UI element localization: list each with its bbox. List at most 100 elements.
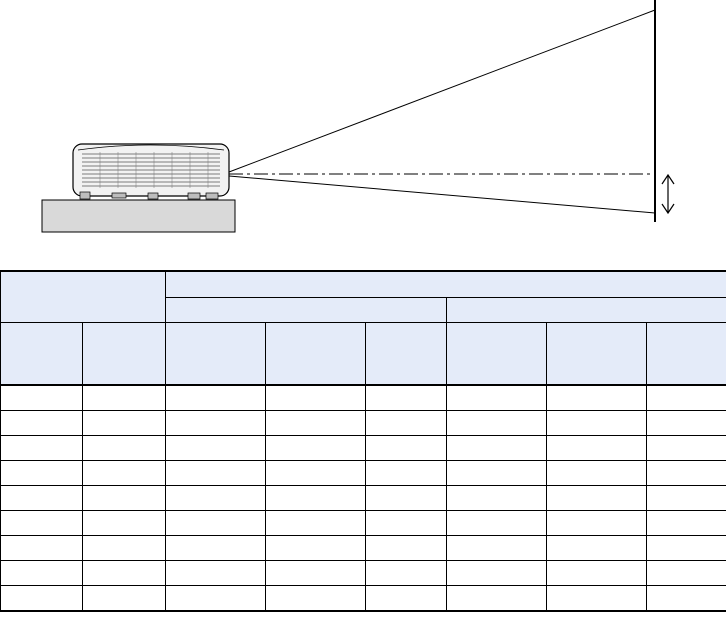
table-cell [82, 435, 166, 461]
table-cell [645, 510, 726, 536]
header-cell-group-b [445, 297, 726, 323]
table-row [0, 435, 726, 461]
table-cell [446, 535, 547, 561]
projection-diagram [41, 0, 675, 233]
table-cell [546, 485, 647, 511]
table-row [0, 560, 726, 586]
table-cell [446, 435, 547, 461]
table-row [0, 410, 726, 436]
table-cell [645, 585, 726, 612]
table-cell [265, 585, 366, 612]
table-header-row-3 [0, 322, 726, 386]
table-cell [82, 560, 166, 586]
table-cell [546, 585, 647, 612]
table-cell [0, 510, 83, 536]
table-row [0, 460, 726, 486]
column-header [365, 322, 447, 386]
table-cell [446, 510, 547, 536]
table-cell [546, 560, 647, 586]
table-row [0, 485, 726, 511]
table-row [0, 384, 726, 411]
table-cell [82, 460, 166, 486]
projection-distance-table [0, 270, 726, 612]
table-cell [365, 460, 447, 486]
double-arrow-icon [661, 173, 675, 215]
table-cell [165, 535, 266, 561]
table-cell [365, 560, 447, 586]
table-cell [82, 510, 166, 536]
table-cell [365, 485, 447, 511]
table-cell [645, 460, 726, 486]
table-cell [265, 435, 366, 461]
table-cell [82, 485, 166, 511]
table-cell [0, 535, 83, 561]
table-cell [265, 410, 366, 436]
table-row [0, 510, 726, 536]
header-cell-group-a [165, 297, 447, 323]
table-row [0, 585, 726, 612]
beam-upper-line [228, 9, 656, 173]
table-cell [165, 560, 266, 586]
table-cell [446, 560, 547, 586]
table-cell [165, 585, 266, 612]
column-header [645, 322, 726, 386]
column-header [165, 322, 266, 386]
table-cell [546, 435, 647, 461]
table-cell [645, 410, 726, 436]
table-cell [546, 410, 647, 436]
table-cell [165, 485, 266, 511]
table-cell [446, 585, 547, 612]
table-cell [0, 560, 83, 586]
table-cell [165, 384, 266, 411]
column-header [0, 322, 83, 386]
table-cell [265, 535, 366, 561]
table-cell [645, 384, 726, 411]
table-cell [165, 510, 266, 536]
table-cell [645, 535, 726, 561]
table-cell [365, 510, 447, 536]
table-header-row-2 [1, 297, 726, 323]
table-cell [365, 535, 447, 561]
table-cell [365, 384, 447, 411]
table-cell [446, 460, 547, 486]
beam-lower-line [228, 175, 656, 214]
table-cell [0, 384, 83, 411]
table-cell [265, 510, 366, 536]
table-cell [446, 485, 547, 511]
table-cell [0, 460, 83, 486]
table-cell [645, 560, 726, 586]
table-body [0, 384, 726, 612]
column-header [82, 322, 166, 386]
table-cell [365, 585, 447, 612]
table-cell [0, 585, 83, 612]
column-header [265, 322, 366, 386]
table-cell [0, 435, 83, 461]
table-cell [645, 485, 726, 511]
table-cell [265, 384, 366, 411]
column-header [546, 322, 647, 386]
table-cell [82, 384, 166, 411]
table-cell [365, 435, 447, 461]
table-cell [165, 435, 266, 461]
table-cell [446, 410, 547, 436]
table-cell [546, 384, 647, 411]
table-cell [645, 435, 726, 461]
table-cell [365, 410, 447, 436]
table-cell [82, 585, 166, 612]
table-cell [165, 460, 266, 486]
column-header [446, 322, 547, 386]
table-cell [0, 485, 83, 511]
table-cell [546, 510, 647, 536]
table-row [0, 535, 726, 561]
table-header-row-1 [0, 270, 726, 323]
table-cell [446, 384, 547, 411]
table-cell [265, 460, 366, 486]
table-cell [546, 535, 647, 561]
table-cell [82, 410, 166, 436]
table-cell [265, 485, 366, 511]
stand-icon [41, 199, 236, 233]
header-cell-screen-size [0, 270, 166, 323]
header-cell-distance-group [164, 270, 726, 298]
table-cell [82, 535, 166, 561]
table-cell [0, 410, 83, 436]
